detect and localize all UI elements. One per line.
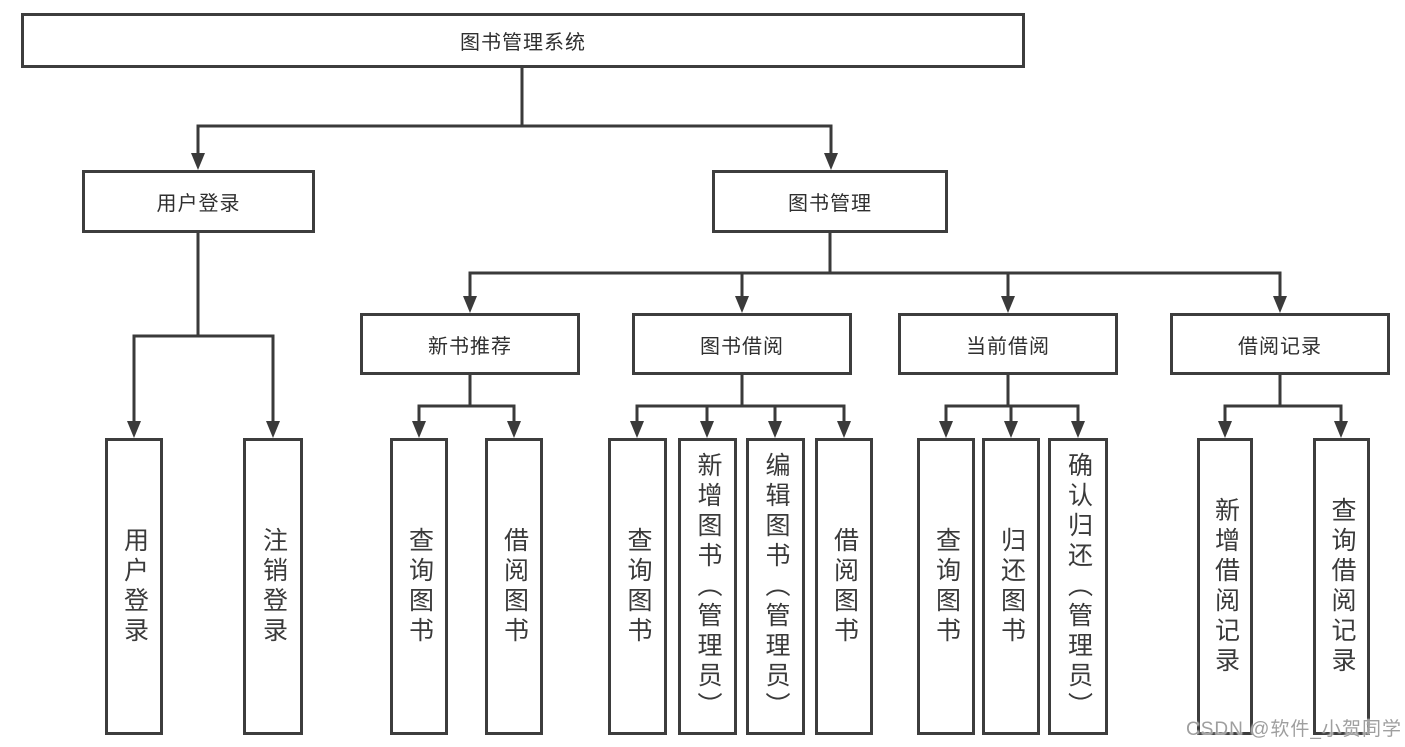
node-borrowing-records: 借阅记录 <box>1170 313 1390 375</box>
leaf-query-books-2: 查询图书 <box>608 438 667 735</box>
leaf-borrow-books-1: 借阅图书 <box>485 438 543 735</box>
leaf-label: 编辑图书（管理员） <box>762 451 790 722</box>
leaf-label: 用户登录 <box>120 526 149 647</box>
node-label: 当前借阅 <box>966 335 1050 358</box>
node-label: 图书管理 <box>788 193 872 215</box>
node-book-management: 图书管理 <box>712 170 948 233</box>
leaf-confirm-return-admin: 确认归还（管理员） <box>1048 438 1108 735</box>
node-user-login: 用户登录 <box>82 170 315 233</box>
leaf-label: 新增图书（管理员） <box>694 451 722 722</box>
node-label: 图书管理系统 <box>460 32 586 54</box>
node-label: 借阅记录 <box>1238 335 1322 358</box>
leaf-label: 查询借阅记录 <box>1328 496 1356 677</box>
leaf-label: 查询图书 <box>405 526 434 647</box>
leaf-label: 借阅图书 <box>830 526 859 647</box>
watermark: CSDN @软件_小贺同学 <box>1186 719 1402 740</box>
node-label: 图书借阅 <box>700 335 784 358</box>
leaf-borrow-books-2: 借阅图书 <box>815 438 873 735</box>
leaf-query-books-1: 查询图书 <box>390 438 448 735</box>
node-book-borrowing: 图书借阅 <box>632 313 852 375</box>
leaf-label: 查询图书 <box>624 526 652 647</box>
leaf-label: 注销登录 <box>259 526 288 647</box>
leaf-logout: 注销登录 <box>243 438 303 735</box>
leaf-query-books-3: 查询图书 <box>917 438 975 735</box>
leaf-add-borrow-record: 新增借阅记录 <box>1197 438 1253 735</box>
node-label: 用户登录 <box>156 193 241 215</box>
leaf-add-books-admin: 新增图书（管理员） <box>678 438 737 735</box>
leaf-label: 查询图书 <box>932 526 961 647</box>
leaf-label: 借阅图书 <box>500 526 529 647</box>
leaf-edit-books-admin: 编辑图书（管理员） <box>746 438 805 735</box>
leaf-label: 归还图书 <box>997 526 1026 647</box>
leaf-label: 确认归还（管理员） <box>1064 451 1093 722</box>
leaf-return-books: 归还图书 <box>982 438 1040 735</box>
leaf-query-borrow-record: 查询借阅记录 <box>1313 438 1370 735</box>
node-new-book-recommendation: 新书推荐 <box>360 313 580 375</box>
node-current-borrowing: 当前借阅 <box>898 313 1118 375</box>
leaf-user-login: 用户登录 <box>105 438 163 735</box>
node-label: 新书推荐 <box>428 335 512 358</box>
leaf-label: 新增借阅记录 <box>1211 496 1240 677</box>
node-library-management-system: 图书管理系统 <box>21 13 1025 68</box>
